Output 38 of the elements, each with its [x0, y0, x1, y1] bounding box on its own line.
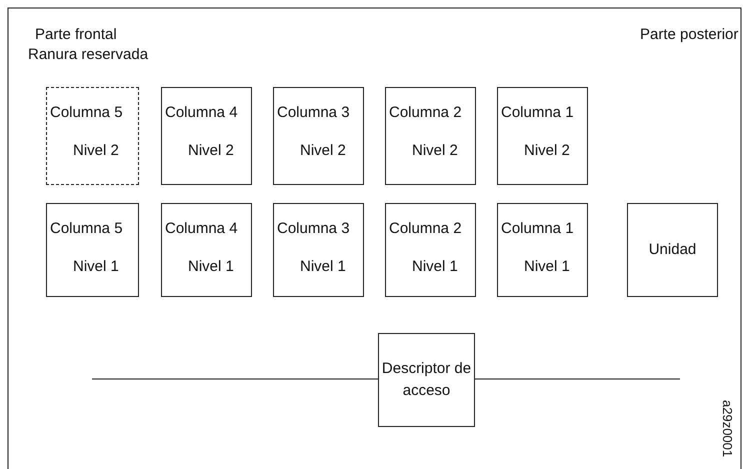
column-label: Columna 2	[389, 104, 462, 122]
column-label: Columna 3	[277, 104, 350, 122]
level-label: Nivel 1	[412, 258, 458, 276]
level-label: Nivel 1	[73, 258, 119, 276]
slot-box	[627, 203, 718, 297]
level-label: Nivel 2	[188, 142, 234, 160]
level-label: Nivel 2	[300, 142, 346, 160]
reserved-slot-box	[46, 87, 139, 185]
area-label: Parte posterior	[640, 26, 738, 44]
slot-box	[497, 203, 588, 297]
slot-box	[161, 203, 252, 297]
box-label: Descriptor de acceso	[380, 359, 472, 401]
slot-box	[497, 87, 588, 185]
slot-box	[273, 87, 364, 185]
area-label: Ranura reservada	[28, 46, 148, 64]
box-label: Unidad	[648, 240, 698, 260]
level-label: Nivel 1	[188, 258, 234, 276]
level-label: Nivel 2	[412, 142, 458, 160]
column-label: Columna 3	[277, 220, 350, 238]
column-label: Columna 1	[501, 220, 574, 238]
column-label: Columna 5	[50, 220, 123, 238]
level-label: Nivel 1	[524, 258, 570, 276]
level-label: Nivel 1	[300, 258, 346, 276]
figure-id: a29z0001	[719, 400, 736, 458]
column-label: Columna 5	[50, 104, 123, 122]
slot-box	[385, 87, 476, 185]
area-label: Parte frontal	[35, 26, 117, 44]
column-label: Columna 4	[165, 104, 238, 122]
column-label: Columna 4	[165, 220, 238, 238]
column-label: Columna 1	[501, 104, 574, 122]
slot-box	[161, 87, 252, 185]
slot-box	[273, 203, 364, 297]
level-label: Nivel 2	[524, 142, 570, 160]
slot-box	[385, 203, 476, 297]
slot-box	[46, 203, 139, 297]
column-label: Columna 2	[389, 220, 462, 238]
slot-box	[378, 333, 475, 427]
level-label: Nivel 2	[73, 142, 119, 160]
